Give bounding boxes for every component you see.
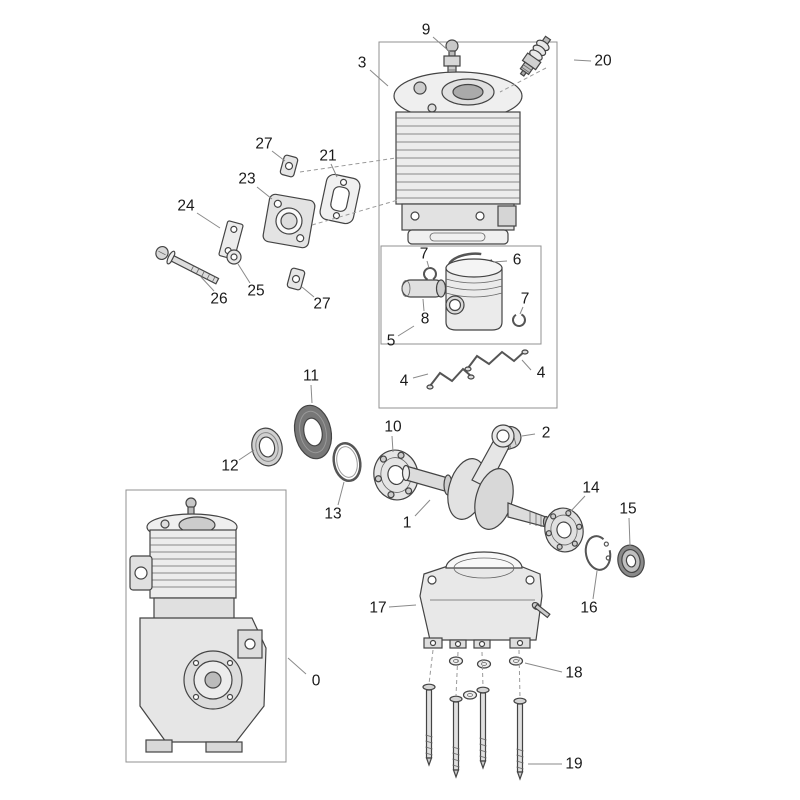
spacer-lower-drawing (286, 267, 306, 291)
piston-pin-drawing (401, 279, 447, 298)
callout-leader-21-4 (330, 163, 338, 178)
callout-leader-1-22 (414, 499, 431, 517)
callout-label-16-25: 16 (580, 600, 597, 617)
callout-leader-16-25 (592, 570, 598, 600)
callout-leader-14-23 (570, 495, 586, 512)
callout-leader-27-9 (301, 286, 315, 298)
callout-leader-26-7 (200, 276, 215, 292)
guide-lines-layer (299, 67, 547, 699)
callout-leader-18-28 (524, 662, 563, 673)
callout-leader-5-13 (397, 325, 415, 337)
callout-leader-4-15 (412, 373, 429, 379)
case-screws-drawing (422, 683, 527, 781)
washer-drawing (226, 249, 242, 265)
callout-leader-9-0 (432, 36, 451, 53)
cylinder-drawing (393, 71, 523, 245)
callout-leader-7-14 (519, 306, 524, 315)
callout-label-15-24: 15 (619, 501, 636, 518)
callout-label-10-20: 10 (384, 419, 402, 436)
callout-label-7-14: 7 (521, 291, 530, 308)
callout-label-26-7: 26 (210, 291, 227, 308)
callout-leader-11-17 (310, 384, 313, 404)
pin-clip-right-drawing (512, 313, 526, 327)
callout-label-27-9: 27 (313, 296, 330, 313)
callout-label-2-21: 2 (542, 425, 551, 442)
callout-leader-27-3 (271, 150, 286, 162)
callout-label-24-6: 24 (177, 198, 195, 215)
callout-label-11-17: 11 (303, 368, 319, 385)
engine-assembly-box (125, 489, 287, 763)
o-ring-drawing (332, 441, 362, 483)
callout-label-23-5: 23 (238, 171, 255, 188)
callout-label-5-13: 5 (387, 333, 396, 350)
snap-ring-drawing (584, 535, 612, 571)
callout-leader-10-20 (391, 435, 394, 453)
callout-leader-8-12 (422, 298, 425, 312)
callout-leader-7-11 (426, 260, 430, 269)
callout-label-6-10: 6 (513, 252, 522, 269)
plate-drawing (218, 220, 244, 260)
pin-clip-left-drawing (423, 267, 438, 281)
callout-label-18-28: 18 (565, 665, 582, 682)
callout-label-0-27: 0 (312, 673, 321, 690)
guide-line-3 (428, 649, 434, 685)
retainer-right-drawing (464, 349, 529, 372)
callout-label-14-23: 14 (582, 480, 600, 497)
washers-drawing (448, 656, 524, 700)
callout-leader-23-5 (256, 186, 273, 200)
callout-label-1-22: 1 (403, 515, 412, 532)
callout-label-17-26: 17 (369, 600, 386, 617)
guide-line-1 (311, 199, 399, 226)
cylinder-group-box (378, 41, 558, 409)
callout-label-4-15: 4 (400, 373, 409, 390)
callout-leader-4-16 (521, 359, 532, 371)
piston-drawing (445, 258, 503, 331)
callout-leader-3-2 (369, 69, 389, 87)
crankcase-drawing (419, 551, 551, 649)
callout-label-13-19: 13 (324, 506, 341, 523)
callout-label-27-3: 27 (255, 136, 272, 153)
crankshaft-drawing (401, 424, 550, 530)
oil-seal-drawing (617, 544, 645, 578)
callout-leader-6-10 (492, 260, 508, 263)
callout-label-25-8: 25 (247, 283, 264, 300)
piston-group-box (380, 245, 542, 345)
callout-leader-15-24 (628, 517, 631, 547)
guide-line-0 (299, 157, 397, 173)
callout-label-19-29: 19 (565, 756, 582, 773)
callout-label-7-11: 7 (420, 246, 429, 263)
guide-line-4 (455, 651, 459, 697)
spacer-upper-drawing (279, 154, 299, 178)
retainer-left-drawing (426, 367, 475, 390)
main-bearing-left-drawing (373, 449, 419, 501)
callout-leader-13-19 (337, 481, 345, 506)
callout-label-9-0: 9 (422, 22, 431, 39)
callout-label-3-2: 3 (358, 55, 367, 72)
seal-ring-drawing (251, 427, 283, 467)
guide-line-2 (499, 67, 547, 93)
callout-leader-2-21 (521, 433, 536, 437)
callout-leader-17-26 (388, 604, 417, 608)
callout-leader-12-18 (238, 449, 255, 461)
main-bearing-right-drawing (544, 507, 584, 553)
guide-line-5 (481, 651, 484, 688)
gasket-drawing (319, 173, 361, 225)
callout-label-21-4: 21 (319, 148, 336, 165)
callout-leader-25-8 (237, 263, 251, 284)
guide-line-6 (518, 649, 521, 699)
callout-label-12-18: 12 (221, 458, 238, 475)
callout-leader-24-6 (196, 212, 221, 229)
engine-assembly-drawing (129, 497, 267, 753)
callout-label-20-1: 20 (594, 53, 612, 70)
callout-label-8-12: 8 (421, 311, 430, 328)
spark-plug-drawing (519, 35, 552, 77)
callout-label-4-16: 4 (537, 365, 546, 382)
oil-seal-collar-drawing (293, 404, 333, 460)
screw-drawing (155, 245, 220, 285)
callout-leader-0-27 (287, 657, 307, 675)
callout-leader-20-1 (573, 59, 592, 62)
manifold-spacer-drawing (262, 193, 316, 249)
